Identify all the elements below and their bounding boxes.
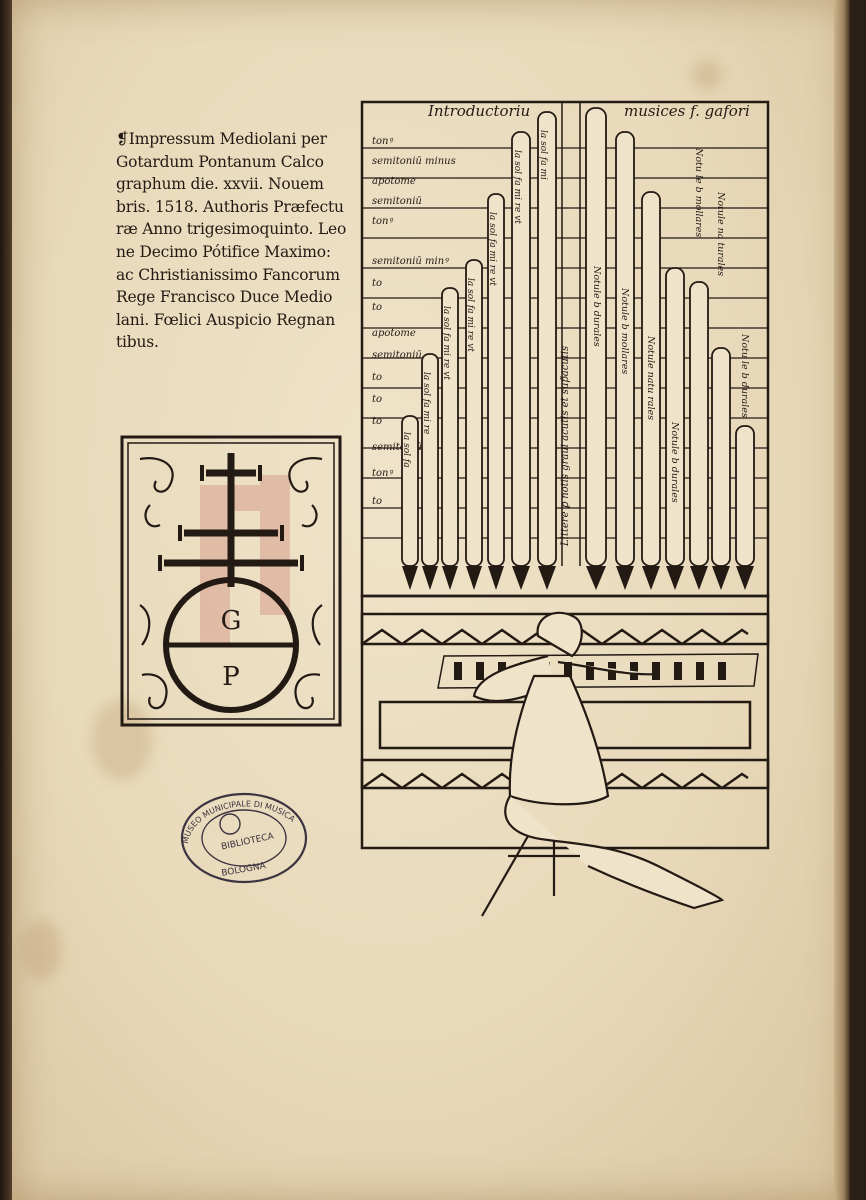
woodcut-header-right: musices f. gafori bbox=[624, 102, 750, 120]
pipe-syllable-text: la sol fa mi re bbox=[421, 372, 431, 434]
colophon-line: ne Decimo Pótifice Maximo: bbox=[116, 242, 331, 261]
interval-label: tonꝰ bbox=[372, 468, 393, 479]
pipe-caption: Notule b durales bbox=[669, 421, 680, 503]
interval-label: semitoniū bbox=[372, 442, 422, 453]
crest-icon bbox=[219, 813, 241, 835]
pipe-caption: Notu le b mollares bbox=[693, 147, 704, 237]
pipe-syllable-text: la sol fa mi re vt bbox=[512, 150, 522, 224]
pipe-caption: Notule natu rales bbox=[645, 335, 656, 420]
page-edge bbox=[834, 0, 850, 1200]
colophon-line: tibus. bbox=[116, 333, 159, 352]
colophon-line: ræ Anno trigesimoquinto. Leo bbox=[116, 220, 347, 239]
interval-label: to bbox=[372, 496, 382, 507]
interval-label: semitoniū minꝰ bbox=[372, 256, 449, 267]
book-spine-shadow bbox=[0, 0, 14, 1200]
pipe-syllable-text: la sol fa mi re vt bbox=[465, 278, 475, 352]
interval-label: semitoniū bbox=[372, 196, 422, 207]
interval-label: to bbox=[372, 278, 382, 289]
library-stamp: MUSEO MUNICIPALE DI MUSICA BIBLIOTECA BO… bbox=[180, 792, 308, 884]
pipe-syllable-text: la sol fa mi re vt bbox=[441, 306, 451, 380]
interval-label: apotome bbox=[372, 328, 416, 339]
organist-figure bbox=[472, 611, 725, 917]
colophon-line: ac Christianissimo Fancorum bbox=[116, 265, 340, 284]
pipe-caption: Notule b mollares bbox=[619, 287, 630, 374]
interval-label: to bbox=[372, 416, 382, 427]
pipe-caption: Notule b durales bbox=[591, 265, 602, 347]
mark-letter-g: G bbox=[221, 606, 242, 636]
pipe-syllable-text: la sol fa bbox=[401, 432, 411, 468]
pipe-syllable-text: la sol fa mi re vt bbox=[487, 212, 497, 286]
mark-letter-p: P bbox=[222, 662, 240, 692]
organ-woodcut: Introductoriu musices f. gafori tonꝰ sem… bbox=[360, 100, 770, 917]
colophon-line: Rege Francisco Duce Medio bbox=[116, 288, 333, 307]
colophon-text: ❡Impressum Mediolani per Gotardum Pontan… bbox=[116, 128, 356, 354]
pipe-syllable-text: la sol fa mi bbox=[538, 130, 548, 180]
pipe-group-left bbox=[401, 111, 557, 567]
colophon-line: graphum die. xxvii. Nouem bbox=[116, 175, 324, 194]
interval-label: to bbox=[372, 302, 382, 313]
pipe-syllables: la sol fa la sol fa mi re la sol fa mi r… bbox=[401, 130, 548, 468]
book-page bbox=[12, 0, 850, 1200]
foxing-stain bbox=[692, 60, 722, 90]
interval-label: apotome bbox=[372, 176, 416, 187]
colophon-line: ❡Impressum Mediolani per bbox=[116, 130, 327, 148]
printers-mark: G P bbox=[120, 435, 342, 727]
pipe-caption: Littere ꝑ notis graui acutis et sup̃acut… bbox=[560, 346, 571, 547]
pipe-caption: Notu le b durales bbox=[739, 333, 750, 418]
colophon-line: bris. 1518. Authoris Præfectu bbox=[116, 197, 344, 216]
pipe-caption: Notule na turales bbox=[715, 191, 726, 276]
interval-label: to bbox=[372, 372, 382, 383]
pipe-group-right bbox=[585, 107, 755, 567]
stamp-ring-text: MUSEO MUNICIPALE DI MUSICA bbox=[181, 799, 297, 844]
colophon-line: lani. Fœlici Auspicio Regnan bbox=[116, 310, 335, 329]
colophon-line: Gotardum Pontanum Calco bbox=[116, 152, 324, 171]
scrollwork-ornament bbox=[139, 457, 323, 710]
pipe-feet bbox=[402, 566, 754, 590]
cross-emblem bbox=[164, 453, 298, 587]
interval-label: semitoniū minus bbox=[372, 156, 456, 167]
interval-label: tonꝰ bbox=[372, 216, 393, 227]
interval-label: semitoniū bbox=[372, 350, 422, 361]
pipe-captions: Notule b durales Notule b mollares Notul… bbox=[591, 147, 750, 503]
interval-label: tonꝰ bbox=[372, 136, 393, 147]
woodcut-header-left: Introductoriu bbox=[427, 102, 530, 120]
interval-label: to bbox=[372, 394, 382, 405]
foxing-stain bbox=[22, 920, 62, 980]
